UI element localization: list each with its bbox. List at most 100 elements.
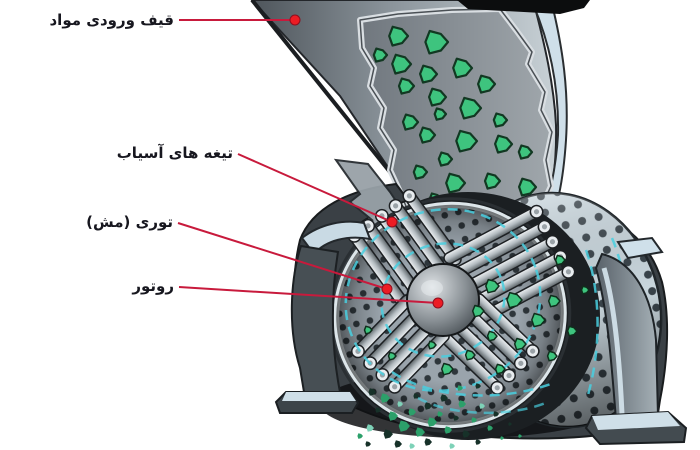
annotation-layer <box>177 14 444 309</box>
output-particle <box>475 439 481 445</box>
drum-material-bit <box>486 330 498 342</box>
output-particle <box>479 403 485 409</box>
blade-rod-cap-center <box>518 360 524 366</box>
drum-material-bit <box>494 363 506 375</box>
rotor-assembly <box>347 188 576 395</box>
callout-dot-blades <box>386 216 398 228</box>
hopper-top-rim-dark <box>457 0 590 14</box>
output-particle <box>458 400 466 408</box>
output-particle <box>427 417 437 427</box>
callout-dot-mesh <box>381 283 393 295</box>
blade-rod-cap-center <box>549 239 556 245</box>
blade-rod-cap-center <box>565 269 572 275</box>
output-particle <box>471 417 477 423</box>
output-particle <box>453 415 459 421</box>
output-particles <box>357 383 522 449</box>
output-particle <box>375 407 381 413</box>
drum-material-bit <box>464 349 476 361</box>
callout-line-blades <box>237 153 393 223</box>
drum-material-bit <box>547 294 561 308</box>
right-leg-highlight <box>601 267 625 415</box>
drum-material-bit <box>513 337 527 351</box>
output-particle <box>457 385 463 391</box>
output-particle <box>394 440 402 448</box>
hopper-left-edge <box>250 0 400 184</box>
rotation-arc-bottom-1 <box>391 370 557 397</box>
output-particle <box>518 434 522 438</box>
mill-blades <box>347 188 576 395</box>
output-particle <box>368 388 376 396</box>
drum-material-bit <box>546 350 558 362</box>
output-particle <box>424 438 432 446</box>
output-particle <box>440 394 448 402</box>
callout-mesh-screen: توری (مش) <box>86 213 173 231</box>
output-particle <box>462 430 470 438</box>
material-chunk <box>424 29 450 55</box>
material-chunk <box>397 77 416 95</box>
material-chunk <box>437 151 454 167</box>
rotor-hub <box>406 263 480 337</box>
drum-material-bit <box>485 278 500 294</box>
blade-rod-cap-center <box>365 223 371 229</box>
material-chunk <box>419 64 439 84</box>
rotation-arc-outer <box>344 207 542 393</box>
output-particle <box>487 425 493 431</box>
drum-material-bit <box>387 351 397 361</box>
drum-material-bits <box>363 254 590 376</box>
callout-rotor: روتور <box>132 277 174 295</box>
drum-material-bit <box>440 362 454 376</box>
output-particle <box>413 393 419 399</box>
callout-mill-blades: تیغه های آسیاب <box>116 144 233 162</box>
output-particle <box>415 427 425 437</box>
blade-rod-cap-center <box>506 372 512 379</box>
blade-rod-cap-center <box>393 203 399 209</box>
material-chunk <box>388 25 410 47</box>
material-chunk <box>372 47 389 63</box>
blade-rod-cap-center <box>530 348 536 354</box>
drum-material-bit <box>554 254 566 266</box>
output-particle <box>500 436 504 440</box>
output-particle <box>449 443 455 449</box>
callout-dot-rotor <box>432 297 444 309</box>
callout-line-rotor <box>178 286 439 304</box>
rotor-hub-highlight <box>421 280 443 296</box>
material-chunk <box>455 129 479 153</box>
material-chunk <box>433 107 448 121</box>
output-particle <box>444 426 452 434</box>
drum-material-bit <box>531 312 546 328</box>
feed-hopper <box>250 0 590 235</box>
blade-rod-cap-center <box>392 384 398 390</box>
output-particle <box>365 441 371 447</box>
callout-line-mesh <box>177 222 388 290</box>
callout-dot-hopper <box>289 14 301 26</box>
rotation-arc-inner <box>380 242 506 358</box>
drum-material-bit <box>471 304 485 318</box>
output-particle <box>383 429 393 439</box>
output-particle <box>388 411 398 421</box>
material-chunk <box>483 172 502 190</box>
drum-material-bit <box>580 285 590 295</box>
machine-leg-right <box>584 236 688 446</box>
output-particle <box>409 443 415 449</box>
drum-material-bit <box>427 340 437 350</box>
left-leg-column <box>290 244 342 393</box>
material-chunk <box>492 112 509 128</box>
blade-rod-cap-center <box>406 193 412 199</box>
blade-rod-cap-center <box>533 209 540 215</box>
material-chunk <box>391 53 413 75</box>
drum-material-bit <box>363 325 373 335</box>
rotation-arc-band-2 <box>584 249 599 396</box>
callout-feed-hopper: قیف ورودی مواد <box>49 11 174 29</box>
output-particle <box>357 433 363 439</box>
output-particle <box>408 408 416 416</box>
material-chunk <box>428 87 448 107</box>
output-particle <box>475 383 481 389</box>
material-chunk <box>452 57 474 79</box>
left-lip-cap <box>300 220 372 256</box>
blade-rod-cap-center <box>494 385 500 391</box>
material-chunk <box>445 172 467 194</box>
machine-leg-left <box>274 220 372 414</box>
material-chunk <box>412 164 429 180</box>
